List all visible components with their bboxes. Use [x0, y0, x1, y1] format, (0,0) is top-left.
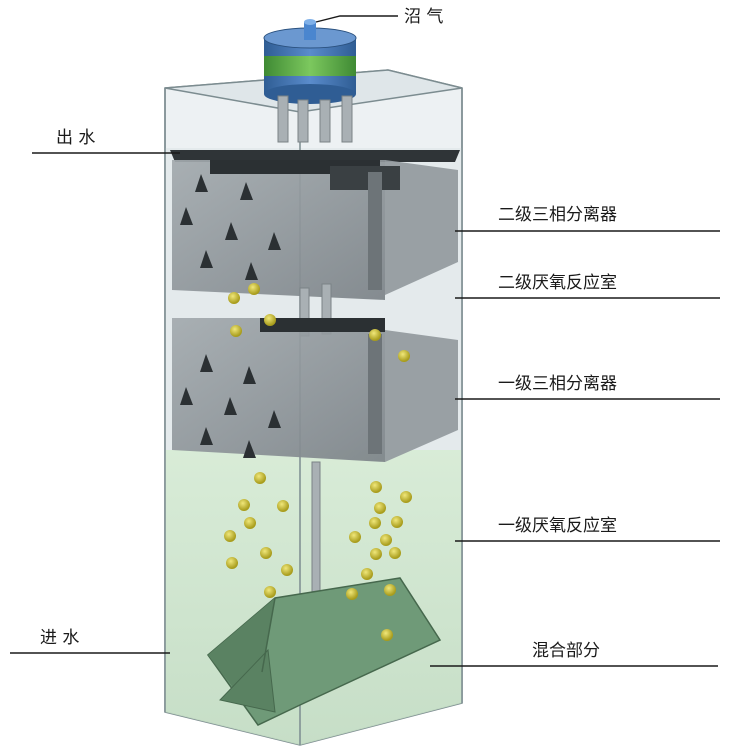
gas-bubble-icon	[369, 517, 381, 529]
triangular-baffle-icon	[243, 366, 256, 384]
triangular-baffle-icon	[200, 427, 213, 445]
triangular-baffle-icon	[200, 354, 213, 372]
gas-bubble-icon	[374, 502, 386, 514]
triangular-baffle-icon	[268, 232, 281, 250]
gas-bubble-icon	[369, 329, 381, 341]
gas-bubble-icon	[384, 584, 396, 596]
triangular-baffle-icon	[245, 262, 258, 280]
gas-bubble-icon	[346, 588, 358, 600]
gas-bubble-icon	[277, 500, 289, 512]
mixing-distributor	[206, 577, 442, 726]
downcomer-pipe	[311, 461, 321, 599]
triangular-baffle-icon	[224, 397, 237, 415]
gas-bubble-icon	[264, 586, 276, 598]
gas-bubble-icon	[398, 350, 410, 362]
label-chamber-1: 一级厌氧反应室	[498, 516, 617, 536]
leader-biogas	[315, 15, 398, 23]
gas-bubbles	[224, 283, 412, 641]
biogas-cap-icon	[263, 19, 357, 143]
triangular-baffle-icon	[200, 250, 213, 268]
gas-bubble-icon	[389, 547, 401, 559]
triangular-baffle-icon	[180, 387, 193, 405]
gas-bubble-icon	[228, 292, 240, 304]
label-inlet: 进 水	[40, 628, 79, 648]
triangular-baffle-icon	[268, 410, 281, 428]
separator-1	[172, 318, 458, 462]
gas-bubble-icon	[281, 564, 293, 576]
triangular-baffle-icon	[240, 182, 253, 200]
gas-bubble-icon	[370, 481, 382, 493]
gas-bubble-icon	[370, 548, 382, 560]
gas-bubble-icon	[264, 314, 276, 326]
gas-bubble-icon	[224, 530, 236, 542]
gas-bubble-icon	[380, 534, 392, 546]
triangular-baffle-icon	[180, 207, 193, 225]
gas-bubble-icon	[400, 491, 412, 503]
gas-bubble-icon	[381, 629, 393, 641]
gas-bubble-icon	[260, 547, 272, 559]
label-separator-1: 一级三相分离器	[498, 374, 617, 394]
gas-bubble-icon	[248, 283, 260, 295]
gas-bubble-icon	[391, 516, 403, 528]
gas-bubble-icon	[226, 557, 238, 569]
label-mixing: 混合部分	[532, 641, 600, 661]
triangular-baffle-icon	[225, 222, 238, 240]
gas-bubble-icon	[230, 325, 242, 337]
label-chamber-2: 二级厌氧反应室	[498, 273, 617, 293]
gas-bubble-icon	[361, 568, 373, 580]
triangular-baffle-icon	[243, 440, 256, 458]
leader-lines	[10, 15, 720, 667]
triangular-baffle-icon	[195, 174, 208, 192]
gas-bubble-icon	[244, 517, 256, 529]
gas-bubble-icon	[238, 499, 250, 511]
label-biogas: 沼 气	[404, 7, 443, 27]
label-outlet: 出 水	[56, 128, 95, 148]
label-separator-2: 二级三相分离器	[498, 205, 617, 225]
gas-bubble-icon	[349, 531, 361, 543]
gas-bubble-icon	[254, 472, 266, 484]
separator-2	[170, 150, 460, 300]
